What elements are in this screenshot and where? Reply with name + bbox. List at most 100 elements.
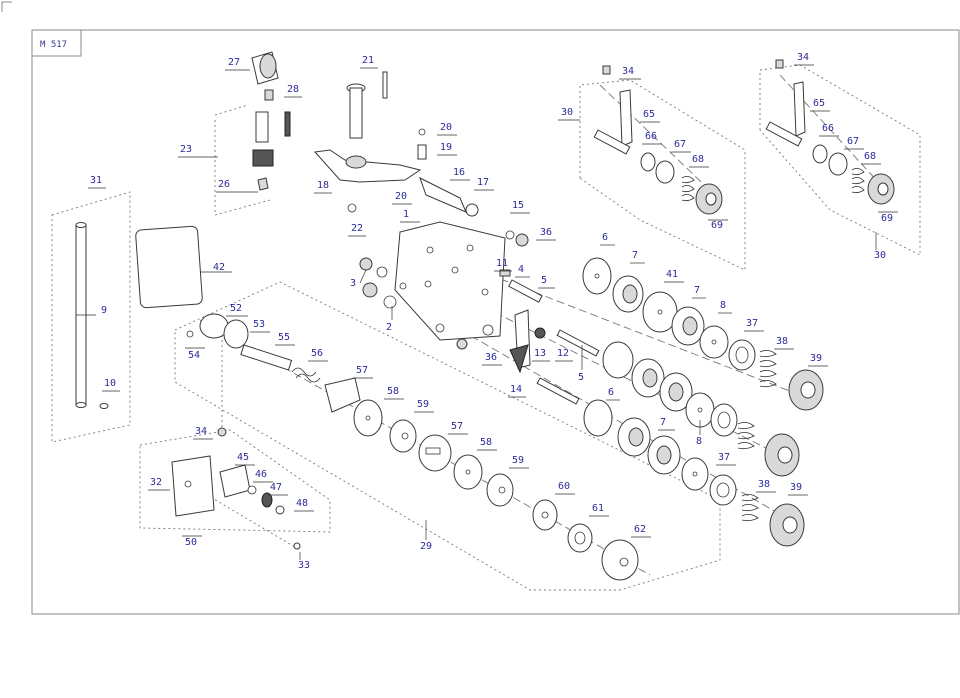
drawing-code: M 517 [40, 40, 67, 50]
part-column-23 [251, 51, 291, 191]
callout-label-11: 11 [496, 258, 508, 269]
callout-label-37: 37 [718, 452, 730, 463]
callout-label-67: 67 [674, 139, 686, 150]
callout-label-52: 52 [230, 303, 242, 314]
part-screw-10 [99, 403, 109, 409]
callout-label-58: 58 [480, 437, 492, 448]
drawing-border [31, 29, 960, 615]
discs-upper-row [582, 257, 824, 411]
callout-label-20: 20 [440, 122, 452, 133]
callout-label-23: 23 [180, 144, 192, 155]
callout-label-62: 62 [634, 524, 646, 535]
axis-50 [184, 481, 301, 551]
callout-label-6: 6 [608, 387, 614, 398]
callout-label-54: 54 [188, 350, 200, 361]
group-50-parts [171, 427, 301, 550]
callout-label-42: 42 [213, 262, 225, 273]
callout-layer: 1234556677788910111213141516171819202021… [76, 52, 898, 571]
code-box [32, 30, 82, 57]
callout-label-7: 7 [660, 417, 666, 428]
callout-label-4: 4 [518, 264, 524, 275]
callout-label-57: 57 [356, 365, 368, 376]
callout-label-55: 55 [278, 332, 290, 343]
callout-label-8: 8 [720, 300, 726, 311]
group-30b-outline [759, 64, 921, 256]
callout-label-59: 59 [417, 399, 429, 410]
callout-label-5: 5 [578, 372, 584, 383]
callout-label-17: 17 [477, 177, 489, 188]
callout-label-41: 41 [666, 269, 678, 280]
callout-label-53: 53 [253, 319, 265, 330]
callout-label-68: 68 [864, 151, 876, 162]
callout-label-69: 69 [881, 213, 893, 224]
callout-label-29: 29 [420, 541, 432, 552]
callout-label-12: 12 [557, 348, 569, 359]
callout-label-37: 37 [746, 318, 758, 329]
callout-label-10: 10 [104, 378, 116, 389]
callout-label-56: 56 [311, 348, 323, 359]
callout-label-33: 33 [298, 560, 310, 571]
callout-label-16: 16 [453, 167, 465, 178]
callout-label-66: 66 [645, 131, 657, 142]
callout-label-69: 69 [711, 220, 723, 231]
part-plate-42 [135, 225, 203, 309]
part-main-plate-1 [394, 221, 506, 341]
callout-label-20: 20 [395, 191, 407, 202]
callout-label-45: 45 [237, 452, 249, 463]
callout-label-8: 8 [696, 436, 702, 447]
callout-label-50: 50 [185, 537, 197, 548]
callout-label-30: 30 [561, 107, 573, 118]
callout-label-26: 26 [218, 179, 230, 190]
part-bracket-18 [313, 71, 529, 247]
callout-label-6: 6 [602, 232, 608, 243]
callout-label-67: 67 [847, 136, 859, 147]
callout-label-47: 47 [270, 482, 282, 493]
group-30a-parts [593, 65, 723, 215]
callout-label-57: 57 [451, 421, 463, 432]
callout-label-3: 3 [350, 278, 356, 289]
callout-label-59: 59 [512, 455, 524, 466]
callout-label-38: 38 [758, 479, 770, 490]
callout-label-7: 7 [632, 250, 638, 261]
part-pins-4-11 [456, 269, 546, 350]
callout-label-38: 38 [776, 336, 788, 347]
callout-label-34: 34 [195, 426, 207, 437]
group-23-outline [214, 104, 271, 216]
callout-label-66: 66 [822, 123, 834, 134]
callout-label-34: 34 [797, 52, 809, 63]
part-shafts-12-5 [536, 329, 600, 405]
group-50-outline [139, 429, 331, 533]
callout-label-39: 39 [810, 353, 822, 364]
callout-label-65: 65 [813, 98, 825, 109]
callout-label-60: 60 [558, 481, 570, 492]
group-30b-parts [765, 59, 895, 205]
callout-label-22: 22 [351, 223, 363, 234]
shaft-group-29 [186, 313, 639, 581]
callout-label-36: 36 [485, 352, 497, 363]
callout-label-30: 30 [874, 250, 886, 261]
part-lever-14 [509, 309, 531, 374]
callout-label-48: 48 [296, 498, 308, 509]
callout-label-19: 19 [440, 142, 452, 153]
callout-label-65: 65 [643, 109, 655, 120]
callout-label-5: 5 [541, 275, 547, 286]
callout-label-13: 13 [534, 348, 546, 359]
callout-label-34: 34 [622, 66, 634, 77]
callout-label-39: 39 [790, 482, 802, 493]
callout-label-21: 21 [362, 55, 374, 66]
callout-leader-3 [359, 269, 367, 284]
assembly-axes [184, 74, 891, 576]
callout-label-68: 68 [692, 154, 704, 165]
callout-label-2: 2 [386, 322, 392, 333]
callout-label-31: 31 [90, 175, 102, 186]
group-outlines [51, 64, 921, 591]
callout-label-18: 18 [317, 180, 329, 191]
callout-label-28: 28 [287, 84, 299, 95]
callout-label-46: 46 [255, 469, 267, 480]
callout-label-1: 1 [403, 209, 409, 220]
callout-label-27: 27 [228, 57, 240, 68]
callout-label-15: 15 [512, 200, 524, 211]
callout-label-32: 32 [150, 477, 162, 488]
callout-label-36: 36 [540, 227, 552, 238]
